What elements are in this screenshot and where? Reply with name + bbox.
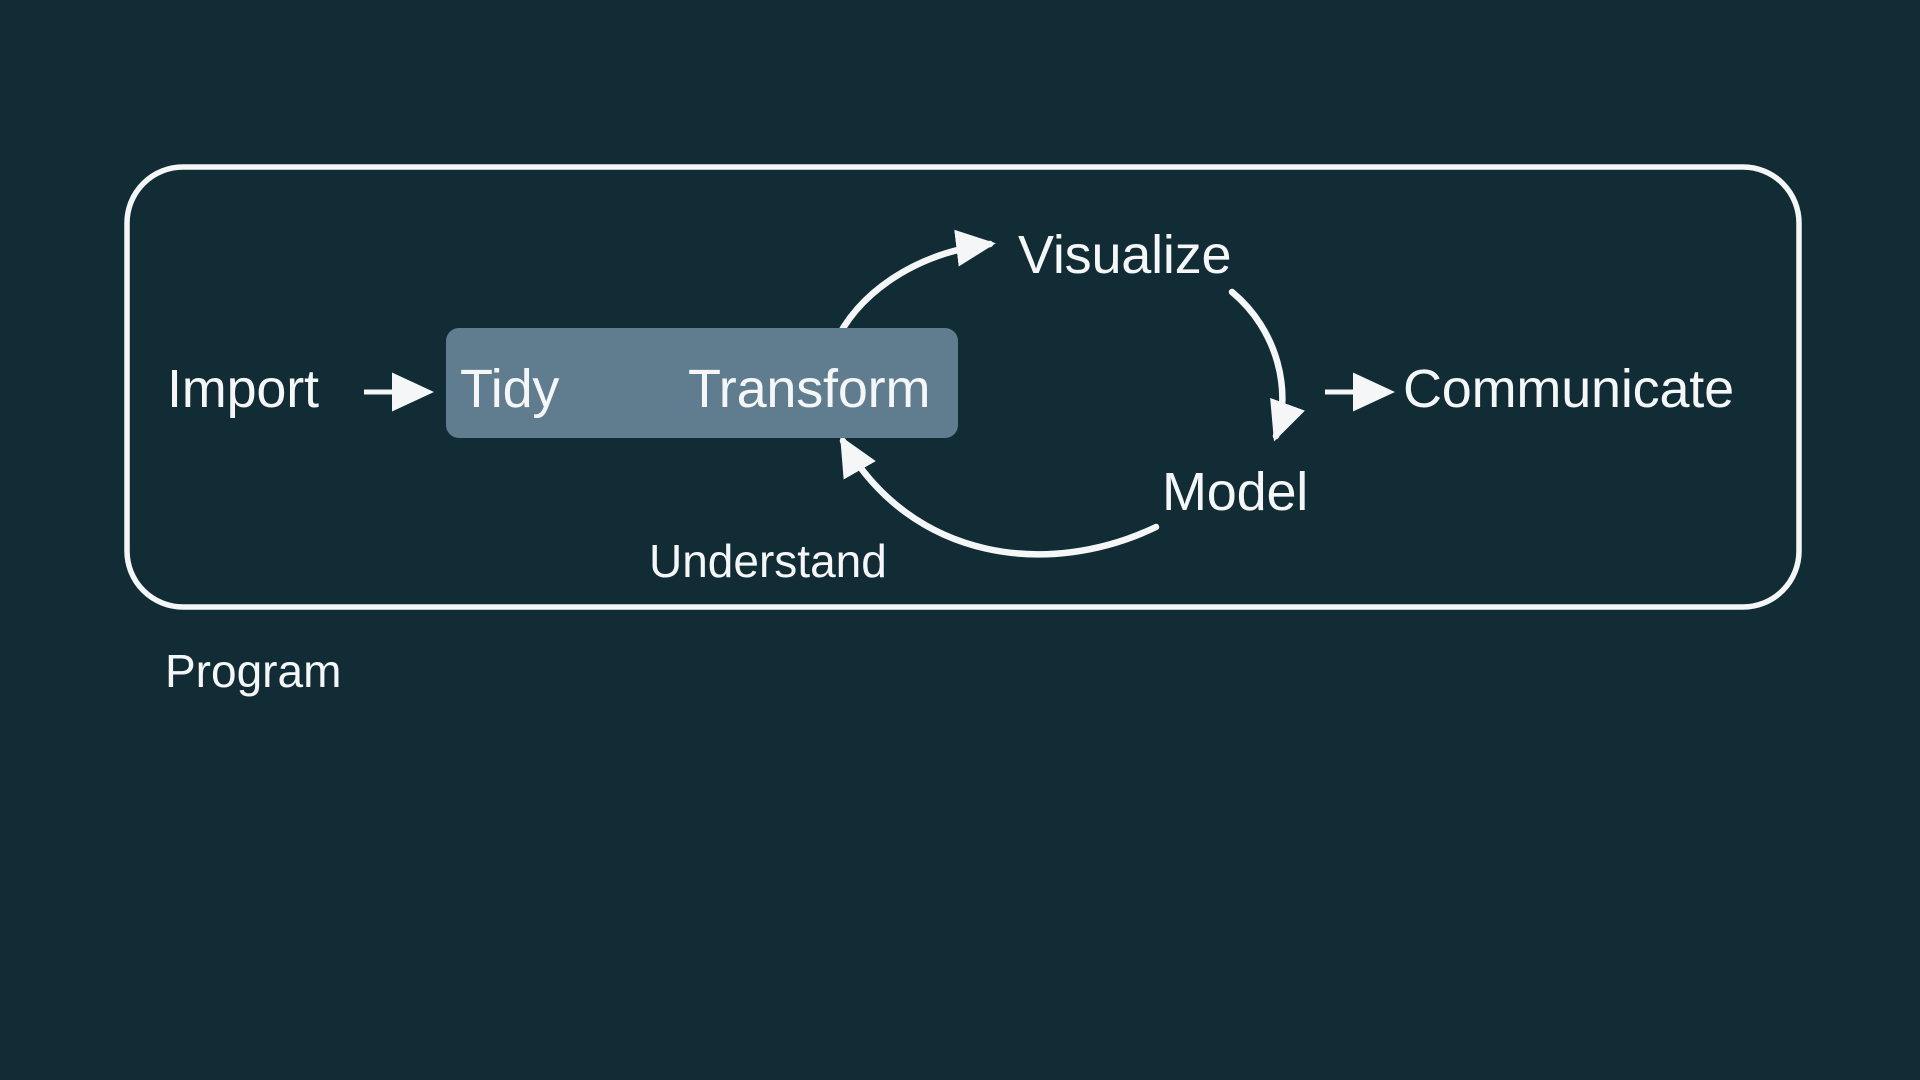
edge-visualize-to-model bbox=[1228, 288, 1305, 442]
edge-transform-to-visualize bbox=[830, 229, 996, 349]
group-label-program: Program bbox=[165, 645, 342, 697]
node-import[interactable]: Import bbox=[167, 359, 319, 419]
program-group-outline bbox=[124, 164, 1802, 610]
node-transform[interactable]: Transform bbox=[688, 359, 931, 419]
node-tidy[interactable]: Tidy bbox=[460, 359, 560, 419]
edge-model-to-transform bbox=[839, 435, 1160, 558]
highlight-tidy-transform bbox=[446, 328, 958, 438]
node-communicate[interactable]: Communicate bbox=[1403, 359, 1734, 419]
node-visualize[interactable]: Visualize bbox=[1018, 225, 1232, 285]
node-model[interactable]: Model bbox=[1162, 462, 1309, 522]
cycle-label-understand: Understand bbox=[649, 535, 887, 587]
